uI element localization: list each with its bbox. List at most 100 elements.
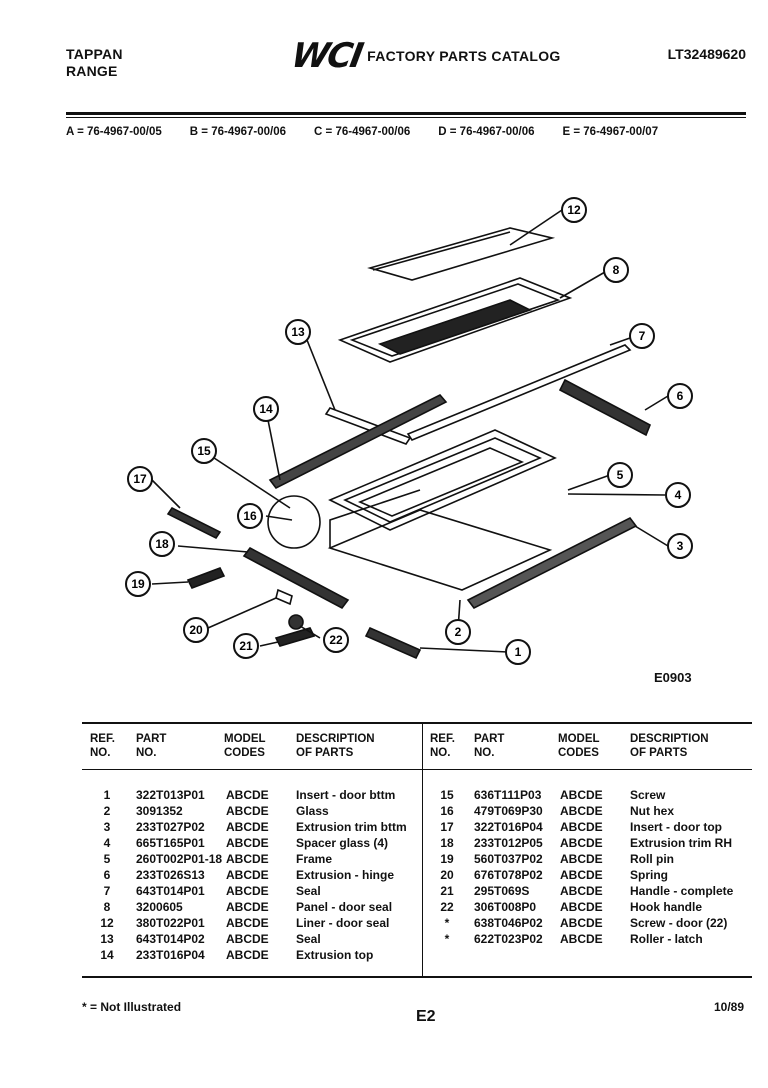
part-number-cell: 322T016P04 [474, 820, 543, 834]
ref-cell: 17 [440, 820, 454, 834]
part-roll-pin [186, 566, 226, 590]
part-handle [274, 627, 316, 647]
description-cell: Extrusion trim bttm [296, 820, 407, 834]
part-number-cell: 636T111P03 [474, 788, 542, 802]
part-number-cell: 479T069P30 [474, 804, 543, 818]
ref-cell: * [444, 916, 450, 930]
model-c: C = 76-4967-00/06 [314, 126, 411, 138]
part-number-cell: 233T027P02 [136, 820, 205, 834]
model-codes-cell: ABCDE [226, 868, 269, 882]
model-codes-cell: ABCDE [226, 916, 269, 930]
description-cell: Insert - door top [630, 820, 722, 834]
description-cell: Liner - door seal [296, 916, 390, 930]
leader-13 [304, 334, 336, 411]
part-number-cell: 622T023P02 [474, 932, 543, 946]
ref-cell: * [444, 932, 450, 946]
callout-16: 16 [237, 503, 263, 529]
ref-cell: 16 [440, 804, 454, 818]
hdr-ref-right: REF.NO. [430, 733, 455, 759]
leader-20 [207, 597, 277, 629]
callout-3: 3 [667, 533, 693, 559]
part-extrusion-top [268, 394, 448, 490]
page-number: E2 [416, 1008, 436, 1025]
callout-19: 19 [125, 571, 151, 597]
header-rule-thin [66, 117, 746, 118]
part-spring [275, 588, 293, 606]
svg-text:15: 15 [197, 444, 211, 458]
part-glass-side [329, 489, 421, 548]
description-cell: Insert - door bttm [296, 788, 396, 802]
part-liner-edge [372, 231, 511, 271]
part-number-cell: 643T014P02 [136, 932, 205, 946]
description-cell: Panel - door seal [296, 900, 393, 914]
ref-cell: 14 [100, 948, 114, 962]
header-rule-thick [66, 112, 746, 115]
leader-22 [299, 625, 321, 639]
leader-3 [634, 525, 669, 547]
part-frame-inner [343, 437, 543, 523]
svg-text:12: 12 [567, 203, 581, 217]
part-number-cell: 295T069S [474, 884, 530, 898]
description-cell: Screw - door (22) [630, 916, 728, 930]
leader-6 [644, 395, 669, 411]
part-number-cell: 676T078P02 [474, 868, 543, 882]
part-number-cell: 306T008P0 [474, 900, 537, 914]
catalog-number: LT32489620 [667, 46, 746, 62]
callout-2: 2 [445, 619, 471, 645]
svg-text:17: 17 [133, 472, 147, 486]
description-cell: Roll pin [630, 852, 674, 866]
callout-18: 18 [149, 531, 175, 557]
part-glass [327, 509, 553, 591]
description-cell: Seal [296, 884, 321, 898]
exploded-parts-diagram: 12 8 7 6 5 4 3 2 1 13 14 15 16 17 18 19 … [90, 190, 740, 700]
description-cell: Extrusion top [296, 948, 374, 962]
ref-cell: 1 [103, 788, 111, 802]
callout-1: 1 [505, 639, 531, 665]
svg-text:18: 18 [155, 537, 169, 551]
description-cell: Handle - complete [630, 884, 734, 898]
description-cell: Extrusion trim RH [630, 836, 733, 850]
diagram-svg: 12 8 7 6 5 4 3 2 1 13 14 15 16 17 18 19 … [125, 197, 693, 665]
description-cell: Hook handle [630, 900, 703, 914]
model-codes-cell: ABCDE [226, 884, 269, 898]
svg-text:3: 3 [677, 539, 684, 553]
leader-5 [567, 474, 611, 491]
part-number-cell: 3091352 [136, 804, 183, 818]
description-cell: Spring [630, 868, 668, 882]
footer-note: * = Not Illustrated [82, 1000, 182, 1014]
part-number-cell: 233T012P05 [474, 836, 543, 850]
part-number-cell: 560T037P02 [474, 852, 543, 866]
model-codes-cell: ABCDE [226, 852, 269, 866]
model-codes-cell: ABCDE [560, 836, 603, 850]
leader-7 [609, 337, 631, 346]
callouts: 12 8 7 6 5 4 3 2 1 13 14 15 16 17 18 19 … [125, 197, 693, 665]
description-cell: Roller - latch [630, 932, 703, 946]
svg-text:4: 4 [675, 488, 682, 502]
svg-text:1: 1 [515, 645, 522, 659]
description-cell: Seal [296, 932, 321, 946]
part-seal-panel-inner [349, 283, 561, 357]
svg-text:20: 20 [189, 623, 203, 637]
ref-cell: 21 [440, 884, 454, 898]
part-number-cell: 233T026S13 [136, 868, 205, 882]
leader-1 [419, 647, 509, 653]
callout-7: 7 [629, 323, 655, 349]
svg-text:8: 8 [613, 263, 620, 277]
callout-21: 21 [233, 633, 259, 659]
callout-22: 22 [323, 627, 349, 653]
svg-text:16: 16 [243, 509, 257, 523]
callout-15: 15 [191, 438, 217, 464]
part-number-cell: 380T022P01 [136, 916, 205, 930]
